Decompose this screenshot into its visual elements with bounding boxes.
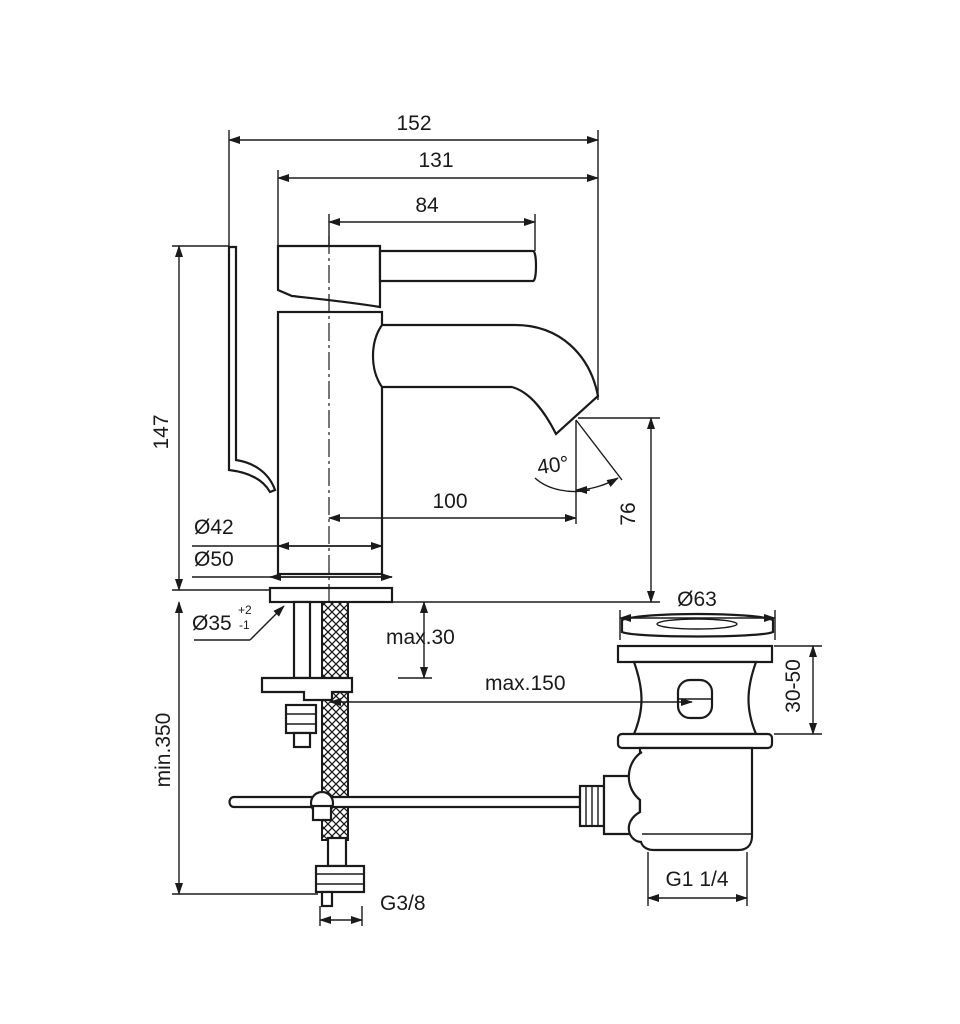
- dimension-lines: [172, 130, 822, 926]
- dim-84-label: 84: [415, 194, 439, 217]
- dim-dia35-label: Ø35: [192, 612, 232, 635]
- dim-dia50-label: Ø50: [194, 548, 234, 571]
- dim-76-label: 76: [617, 502, 640, 525]
- waste-assembly: [616, 612, 775, 852]
- dim-min350-label: min.350: [152, 713, 175, 788]
- dim-dia63-label: Ø63: [677, 588, 717, 611]
- dim-100-label: 100: [432, 490, 467, 513]
- dim-152-label: 152: [396, 112, 431, 135]
- dim-30-50-label: 30-50: [782, 659, 805, 713]
- dim-g114-label: G1 1/4: [665, 868, 728, 891]
- mixer-body: [227, 244, 600, 604]
- dim-147-label: 147: [150, 414, 173, 449]
- dim-max30-label: max.30: [386, 626, 455, 649]
- dim-g38-label: G3/8: [380, 892, 426, 915]
- dim-dia35-tol-plus: +2: [238, 603, 252, 617]
- underside-parts: [228, 600, 642, 908]
- dim-dia35-tol-minus: -1: [239, 618, 250, 632]
- dim-max150-label: max.150: [485, 672, 566, 695]
- dim-dia42-label: Ø42: [194, 516, 234, 539]
- dim-angle-label: 40°: [536, 452, 571, 479]
- dim-131-label: 131: [418, 149, 453, 172]
